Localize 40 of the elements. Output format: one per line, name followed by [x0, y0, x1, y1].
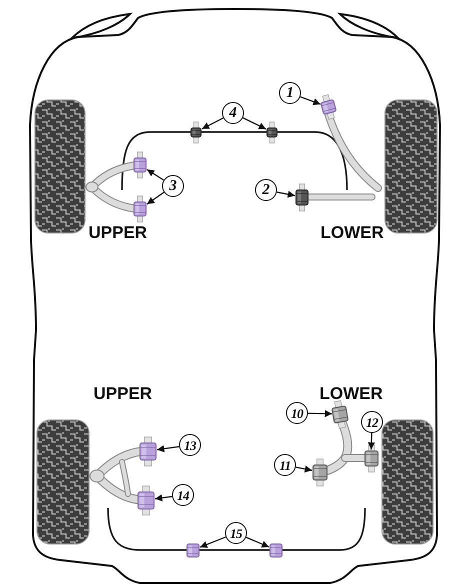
leader-line: [202, 117, 224, 130]
bushing: [269, 542, 283, 558]
bushing: [295, 184, 309, 210]
callout-number: 1: [279, 82, 301, 104]
leader-line: [246, 536, 270, 548]
callout-number: 15: [225, 522, 247, 544]
leader-line: [368, 432, 376, 450]
leader-line: [156, 445, 180, 452]
leader-line: [242, 117, 266, 130]
leader-line: [300, 96, 321, 106]
section-label: LOWER: [320, 384, 383, 402]
bushing: [266, 122, 278, 142]
callout-number: 12: [361, 411, 383, 433]
bushing: [133, 152, 147, 178]
leader-line: [200, 536, 226, 548]
bushing: [190, 122, 202, 142]
bushing: [139, 436, 157, 466]
leader-line: [154, 494, 172, 502]
bushing: [330, 399, 350, 429]
leader-line: [276, 190, 296, 198]
bushing: [312, 458, 328, 486]
bushing: [133, 196, 147, 222]
leader-line: [146, 192, 164, 205]
bushing: [186, 542, 200, 558]
callout-number: 14: [172, 484, 194, 506]
section-label: UPPER: [88, 224, 148, 240]
leader-line: [296, 465, 312, 473]
callout-number: 2: [255, 179, 277, 201]
bushing: [364, 444, 378, 472]
callout-number: 10: [286, 402, 308, 424]
callout-number: 4: [222, 102, 244, 124]
bushing: [137, 486, 155, 514]
section-label: LOWER: [320, 224, 384, 240]
bushing: [318, 93, 338, 121]
callout-number: 13: [179, 434, 201, 456]
section-label: UPPER: [94, 384, 152, 402]
callout-number: 11: [274, 454, 296, 476]
leader-line: [146, 169, 164, 181]
leader-line: [308, 410, 332, 418]
callout-number: 3: [162, 175, 184, 197]
